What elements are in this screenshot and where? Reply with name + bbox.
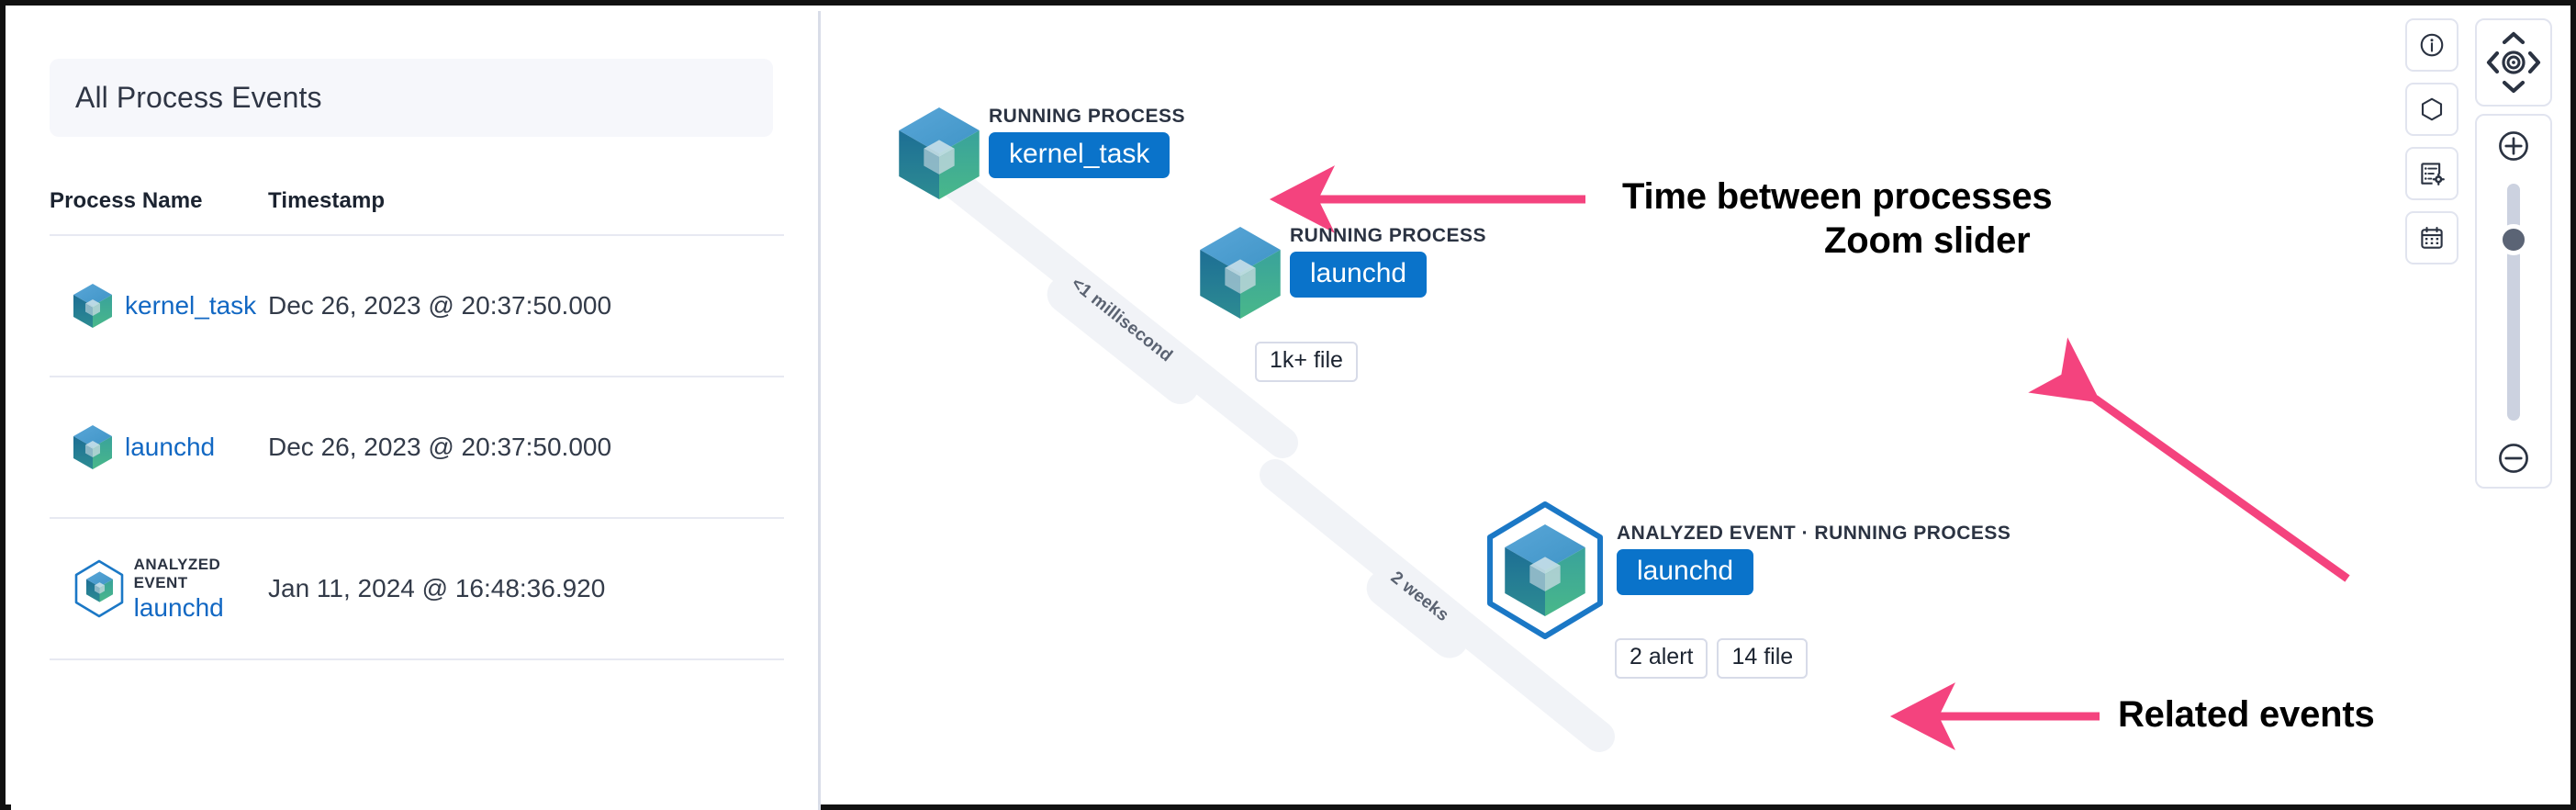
chevron-down-icon (2502, 80, 2526, 94)
analyzed-hexagon-outline (74, 559, 124, 618)
panel-header: All Process Events (50, 59, 773, 137)
node-labels: RUNNING PROCESS kernel_task (989, 107, 1185, 178)
legend-settings-button[interactable] (2405, 147, 2458, 200)
table-row[interactable]: launchd Dec 26, 2023 @ 20:37:50.000 (50, 376, 784, 517)
page-title: All Process Events (75, 81, 322, 114)
process-text: launchd (125, 433, 215, 462)
column-header-timestamp: Timestamp (268, 188, 386, 213)
info-button[interactable] (2405, 18, 2458, 72)
node-shape-button[interactable] (2405, 83, 2458, 136)
process-name-cell: kernel_task (73, 284, 256, 328)
process-events-table: Process Name Timestamp (50, 188, 784, 660)
process-graph-canvas[interactable]: <1 millisecond 2 weeks RUNNING PROCESS k… (823, 11, 2565, 799)
node-labels: RUNNING PROCESS launchd (1290, 226, 1486, 298)
process-link[interactable]: launchd (133, 592, 224, 622)
badge-file-count[interactable]: 14 file (1717, 638, 1809, 679)
node-labels: ANALYZED EVENT · RUNNING PROCESS launchd (1617, 523, 2010, 595)
node-chip-label[interactable]: kernel_task (989, 132, 1170, 178)
node-kicker: RUNNING PROCESS (1290, 225, 1487, 246)
analyzed-hexagon-outline (1487, 501, 1603, 639)
list-settings-icon (2421, 163, 2445, 186)
zoom-slider-panel[interactable] (2475, 114, 2552, 489)
table-row[interactable]: kernel_task Dec 26, 2023 @ 20:37:50.000 (50, 234, 784, 376)
plus-circle-icon (2499, 131, 2528, 161)
all-process-events-panel: All Process Events Process Name Timestam… (11, 11, 821, 810)
graph-navigation-controls (2475, 18, 2552, 489)
timestamp-value: Dec 26, 2023 @ 20:37:50.000 (268, 433, 612, 462)
process-text: ANALYZED EVENT launchd (134, 556, 268, 623)
process-cube-icon (899, 107, 980, 204)
related-event-badges: 2 alert 14 file (1615, 638, 1809, 679)
process-cube-hexagon-icon (73, 559, 124, 618)
table-header-row: Process Name Timestamp (50, 188, 784, 234)
edge-label-pill-1 (1047, 276, 1199, 405)
calendar-icon (2421, 226, 2443, 249)
zoom-slider-track[interactable] (2507, 184, 2520, 421)
info-circle-icon (2420, 33, 2444, 57)
edge-label-pill-2 (1366, 569, 1469, 658)
zoom-slider-thumb[interactable] (2498, 224, 2529, 255)
minus-circle-icon (2499, 444, 2528, 473)
cell-process-name: kernel_task (50, 284, 268, 328)
timestamp-value: Jan 11, 2024 @ 16:48:36.920 (268, 574, 606, 603)
cube-glyph (1505, 524, 1585, 621)
process-cube-hexagon-icon (1483, 501, 1607, 640)
process-name-cell: launchd (73, 425, 215, 469)
process-text: kernel_task (125, 290, 257, 321)
process-cube-icon (73, 425, 112, 469)
pan-navigation-pad[interactable] (2475, 18, 2552, 107)
cell-process-name: ANALYZED EVENT launchd (50, 556, 268, 623)
zoom-out-button[interactable] (2477, 441, 2550, 476)
annotation-related-events: Related events (2118, 694, 2375, 735)
cell-timestamp: Dec 26, 2023 @ 20:37:50.000 (268, 429, 784, 466)
date-picker-button[interactable] (2405, 211, 2458, 264)
annotation-zoom-slider: Zoom slider (1824, 220, 2031, 261)
center-target-icon (2502, 51, 2526, 74)
annotation-arrow-zoom-slider (2028, 337, 2350, 582)
graph-edges (936, 165, 2350, 752)
chevron-right-icon (2527, 51, 2541, 74)
cell-timestamp: Dec 26, 2023 @ 20:37:50.000 (268, 287, 784, 324)
process-link[interactable]: launchd (125, 432, 216, 461)
edge-launchd-to-analyzed (1260, 459, 1615, 752)
chevron-left-icon (2486, 51, 2500, 74)
cube-glyph (86, 571, 113, 607)
cell-timestamp: Jan 11, 2024 @ 16:48:36.920 (268, 570, 784, 607)
node-chip-label[interactable]: launchd (1290, 252, 1428, 298)
node-kicker: RUNNING PROCESS (989, 106, 1186, 127)
chevron-up-icon (2502, 31, 2526, 45)
edge-kernel-to-launchd (936, 165, 1298, 458)
process-cube-icon (73, 284, 112, 328)
timestamp-value: Dec 26, 2023 @ 20:37:50.000 (268, 291, 612, 321)
node-kicker: ANALYZED EVENT · RUNNING PROCESS (1617, 523, 2011, 544)
graph-toolbar (2405, 18, 2458, 264)
process-link[interactable]: kernel_task (125, 290, 257, 320)
badge-file-count[interactable]: 1k+ file (1255, 342, 1358, 382)
cell-process-name: launchd (50, 425, 268, 469)
column-header-process-name: Process Name (50, 188, 203, 213)
hexagon-icon (2421, 97, 2443, 121)
zoom-in-button[interactable] (2496, 129, 2531, 168)
annotation-time-between-processes: Time between processes (1622, 176, 2053, 217)
node-badges: 1k+ file (1255, 342, 1358, 382)
node-chip-label[interactable]: launchd (1617, 549, 1754, 595)
process-name-cell: ANALYZED EVENT launchd (73, 556, 268, 623)
analyzed-event-kicker: ANALYZED EVENT (133, 555, 221, 591)
badge-alert-count[interactable]: 2 alert (1615, 638, 1708, 679)
process-cube-icon (1200, 227, 1281, 323)
table-row[interactable]: ANALYZED EVENT launchd Jan 11, 2024 @ 16… (50, 517, 784, 660)
